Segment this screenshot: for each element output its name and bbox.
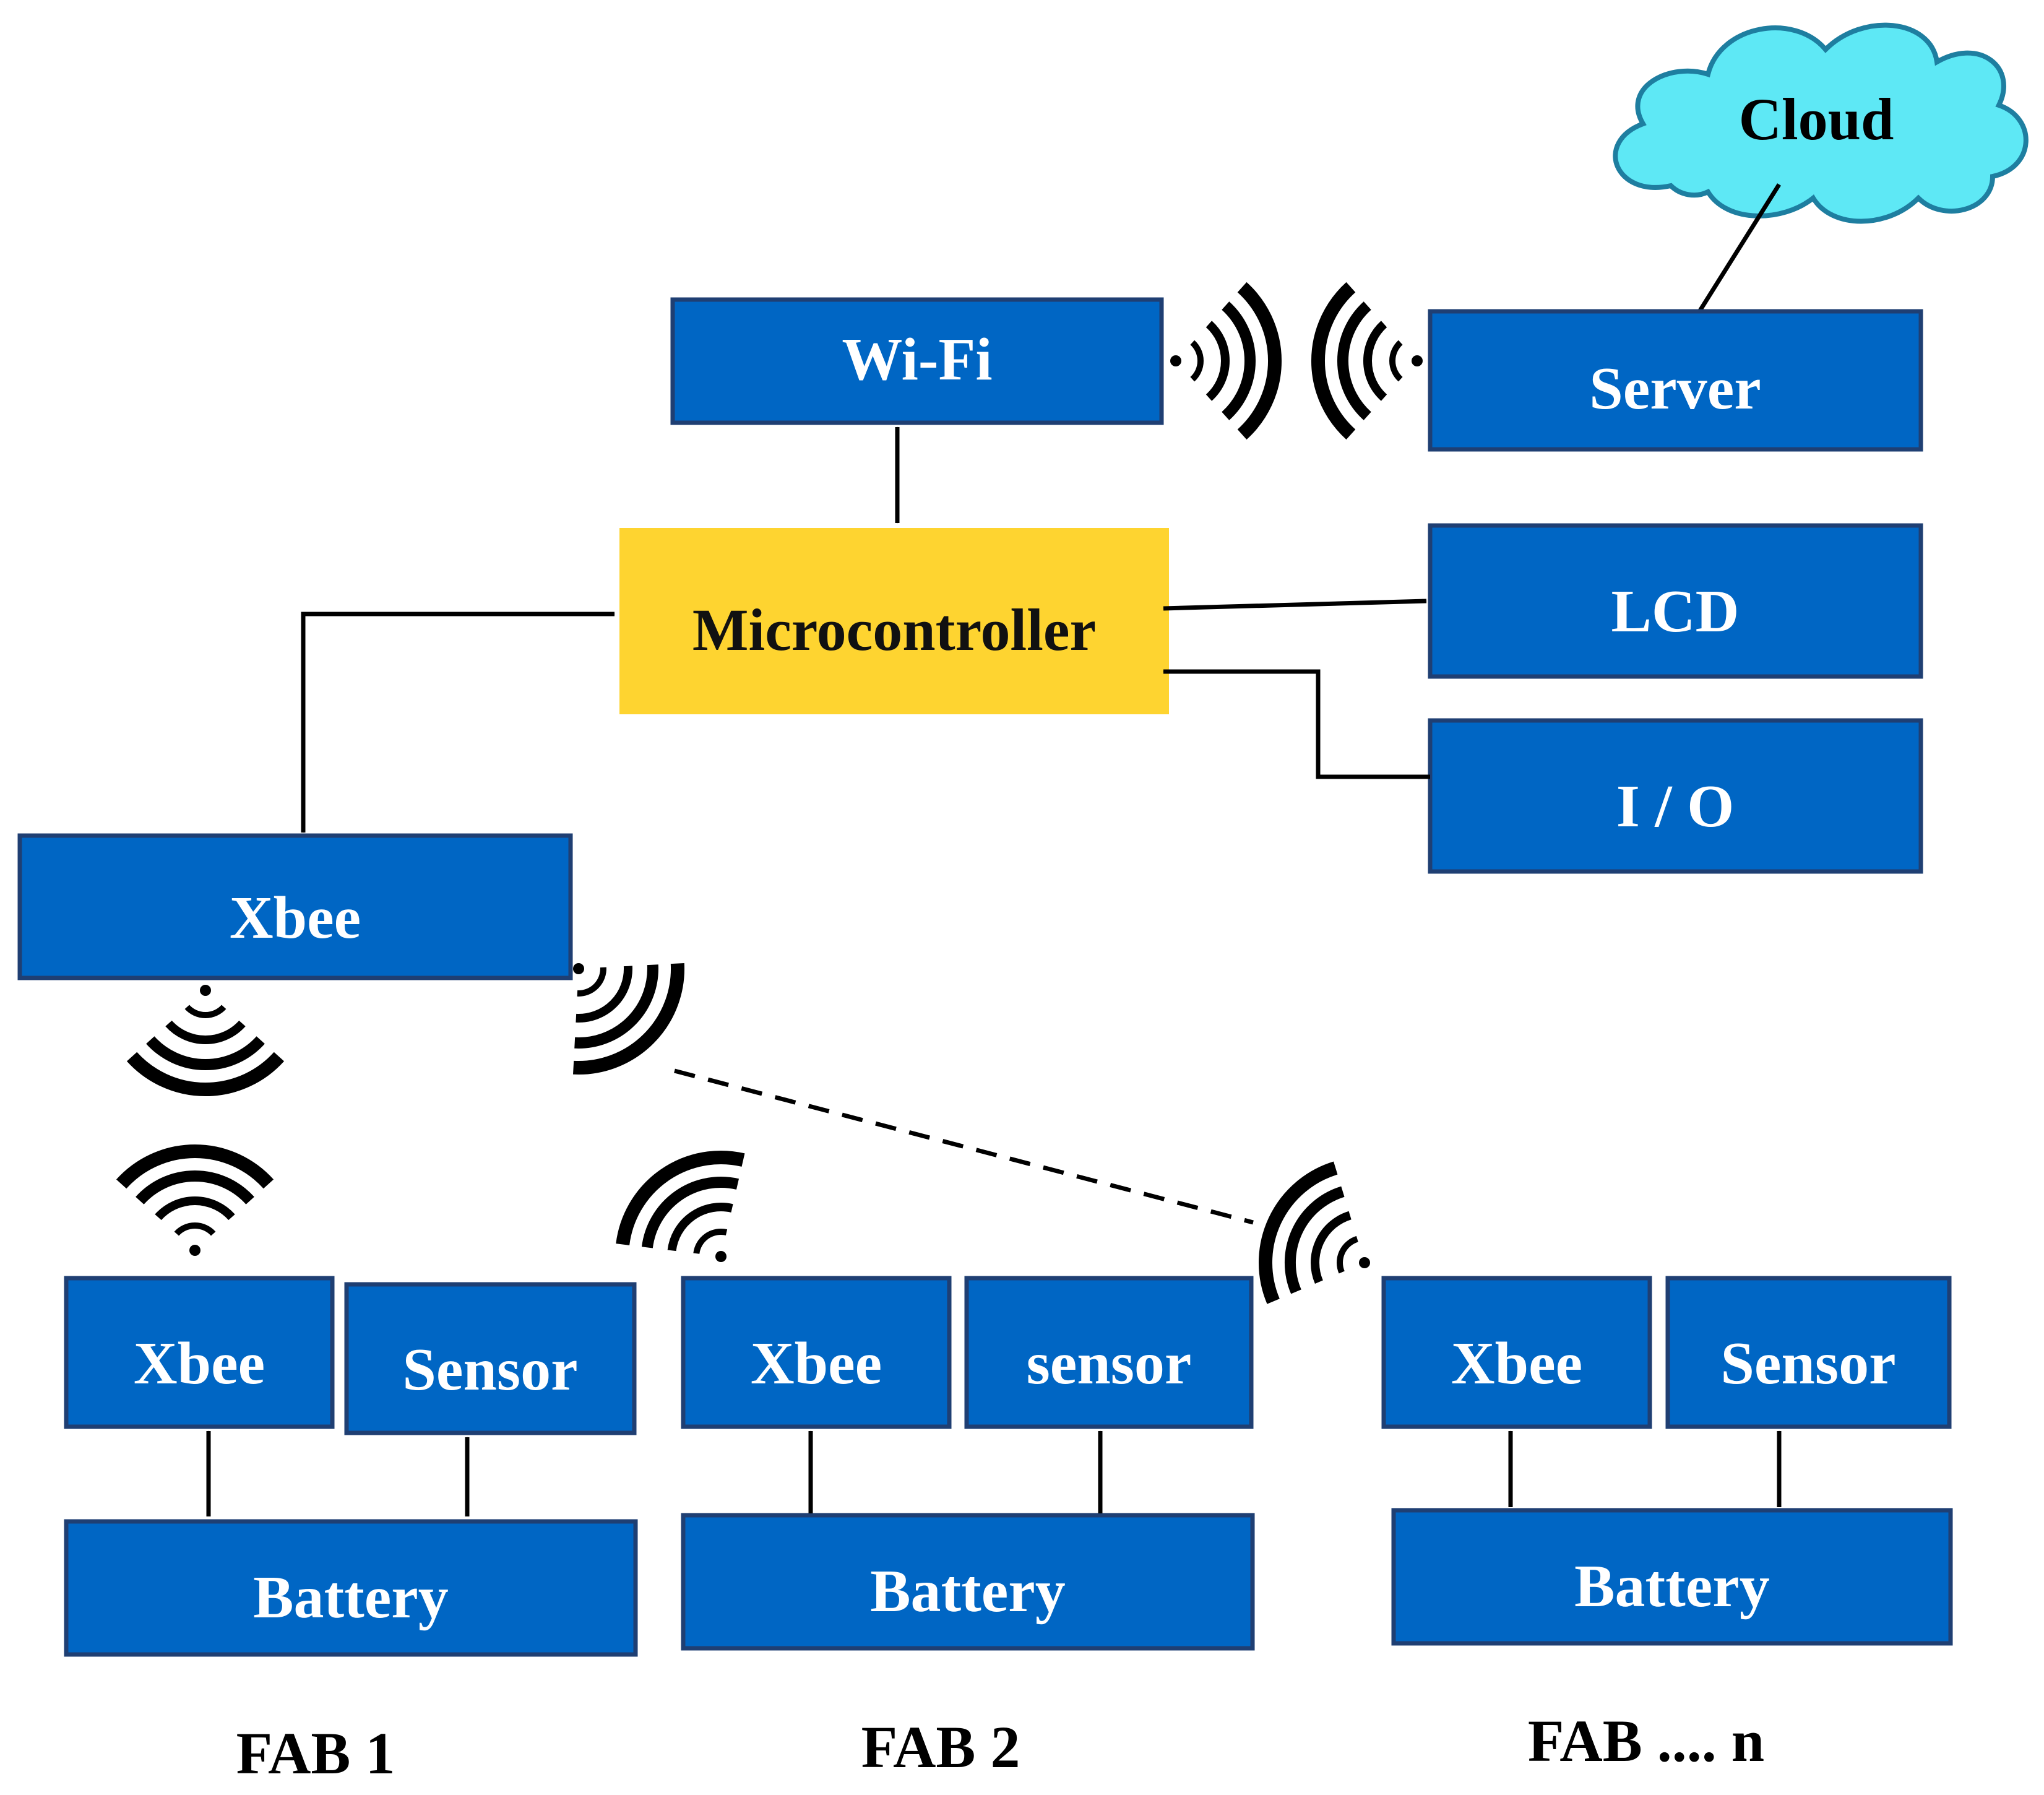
xbee-microcontroller-arrow: [301, 612, 615, 833]
fab-1-battery-label: Battery: [253, 1564, 449, 1631]
fab-n-xbee-block: [1381, 1276, 1652, 1429]
server-block: Server: [1428, 309, 1923, 452]
fab-n-battery-block: [1391, 1508, 1953, 1646]
fab-2-battery-block: [681, 1513, 1255, 1651]
fab-n-battery-label: Battery: [1574, 1553, 1770, 1620]
fab-n: Xbee Sensor Battery FAB .... n: [1381, 1276, 1953, 1774]
fab-2-sensor-label: sensor: [1027, 1330, 1192, 1397]
fab-2-title: FAB 2: [861, 1714, 1020, 1780]
fab-n-signal-icon: [1259, 1161, 1370, 1304]
wifi-label: Wi-Fi: [842, 326, 992, 393]
lcd-label: LCD: [1611, 578, 1740, 645]
io-block: I / O: [1428, 718, 1923, 874]
fab-2: Xbee sensor Battery FAB 2: [681, 1276, 1255, 1780]
io-microcontroller-arrow: [1163, 669, 1430, 779]
xbee-hub-signal-icon-2: [573, 963, 685, 1075]
fab-1-sensor-label: Sensor: [402, 1336, 577, 1403]
fab-1-signal-icon: [116, 1144, 274, 1256]
fab-2-xbee-block: [681, 1276, 952, 1429]
wifi-signal-icon: [1170, 282, 1282, 440]
fab-1-xbee-block: [64, 1276, 335, 1429]
wifi-block: Wi-Fi: [670, 297, 1164, 425]
dashed-wireless-link: [674, 1068, 1254, 1225]
fab-2-battery-label: Battery: [870, 1558, 1066, 1625]
fab-n-sensor-block: [1665, 1276, 1952, 1429]
fab-n-sensor-label: Sensor: [1720, 1330, 1895, 1397]
fab-n-xbee-label: Xbee: [1451, 1330, 1582, 1397]
fab-1-xbee-label: Xbee: [134, 1330, 265, 1397]
fab-n-title: FAB .... n: [1528, 1708, 1764, 1774]
xbee-hub-label: Xbee: [230, 885, 361, 951]
fab-1: Xbee Sensor Battery FAB 1: [64, 1276, 638, 1786]
lcd-block: LCD: [1428, 523, 1923, 679]
server-label: Server: [1589, 355, 1761, 422]
xbee-hub-signal-icon: [126, 985, 285, 1097]
io-label: I / O: [1616, 773, 1735, 840]
server-signal-icon: [1311, 282, 1423, 440]
microcontroller-label: Microcontroller: [692, 597, 1096, 663]
xbee-hub-block: Xbee: [17, 833, 573, 980]
fab-1-battery-block: [64, 1519, 638, 1657]
cloud-server-link: [1697, 183, 1781, 314]
cloud-shape: [1613, 22, 2029, 224]
fab-1-title: FAB 1: [236, 1720, 395, 1786]
wireless-signals: [116, 282, 1423, 1304]
fab-2-signal-icon: [616, 1151, 745, 1262]
fab-2-xbee-label: Xbee: [751, 1330, 882, 1397]
microcontroller-lcd-arrow: [1163, 599, 1427, 611]
fab-1-sensor-block: [344, 1282, 637, 1435]
cloud-label: Cloud: [1739, 86, 1894, 152]
fab-2-sensor-block: [964, 1276, 1254, 1429]
microcontroller-block: Microcontroller: [619, 528, 1169, 714]
cloud-node: Cloud: [1613, 22, 2029, 224]
